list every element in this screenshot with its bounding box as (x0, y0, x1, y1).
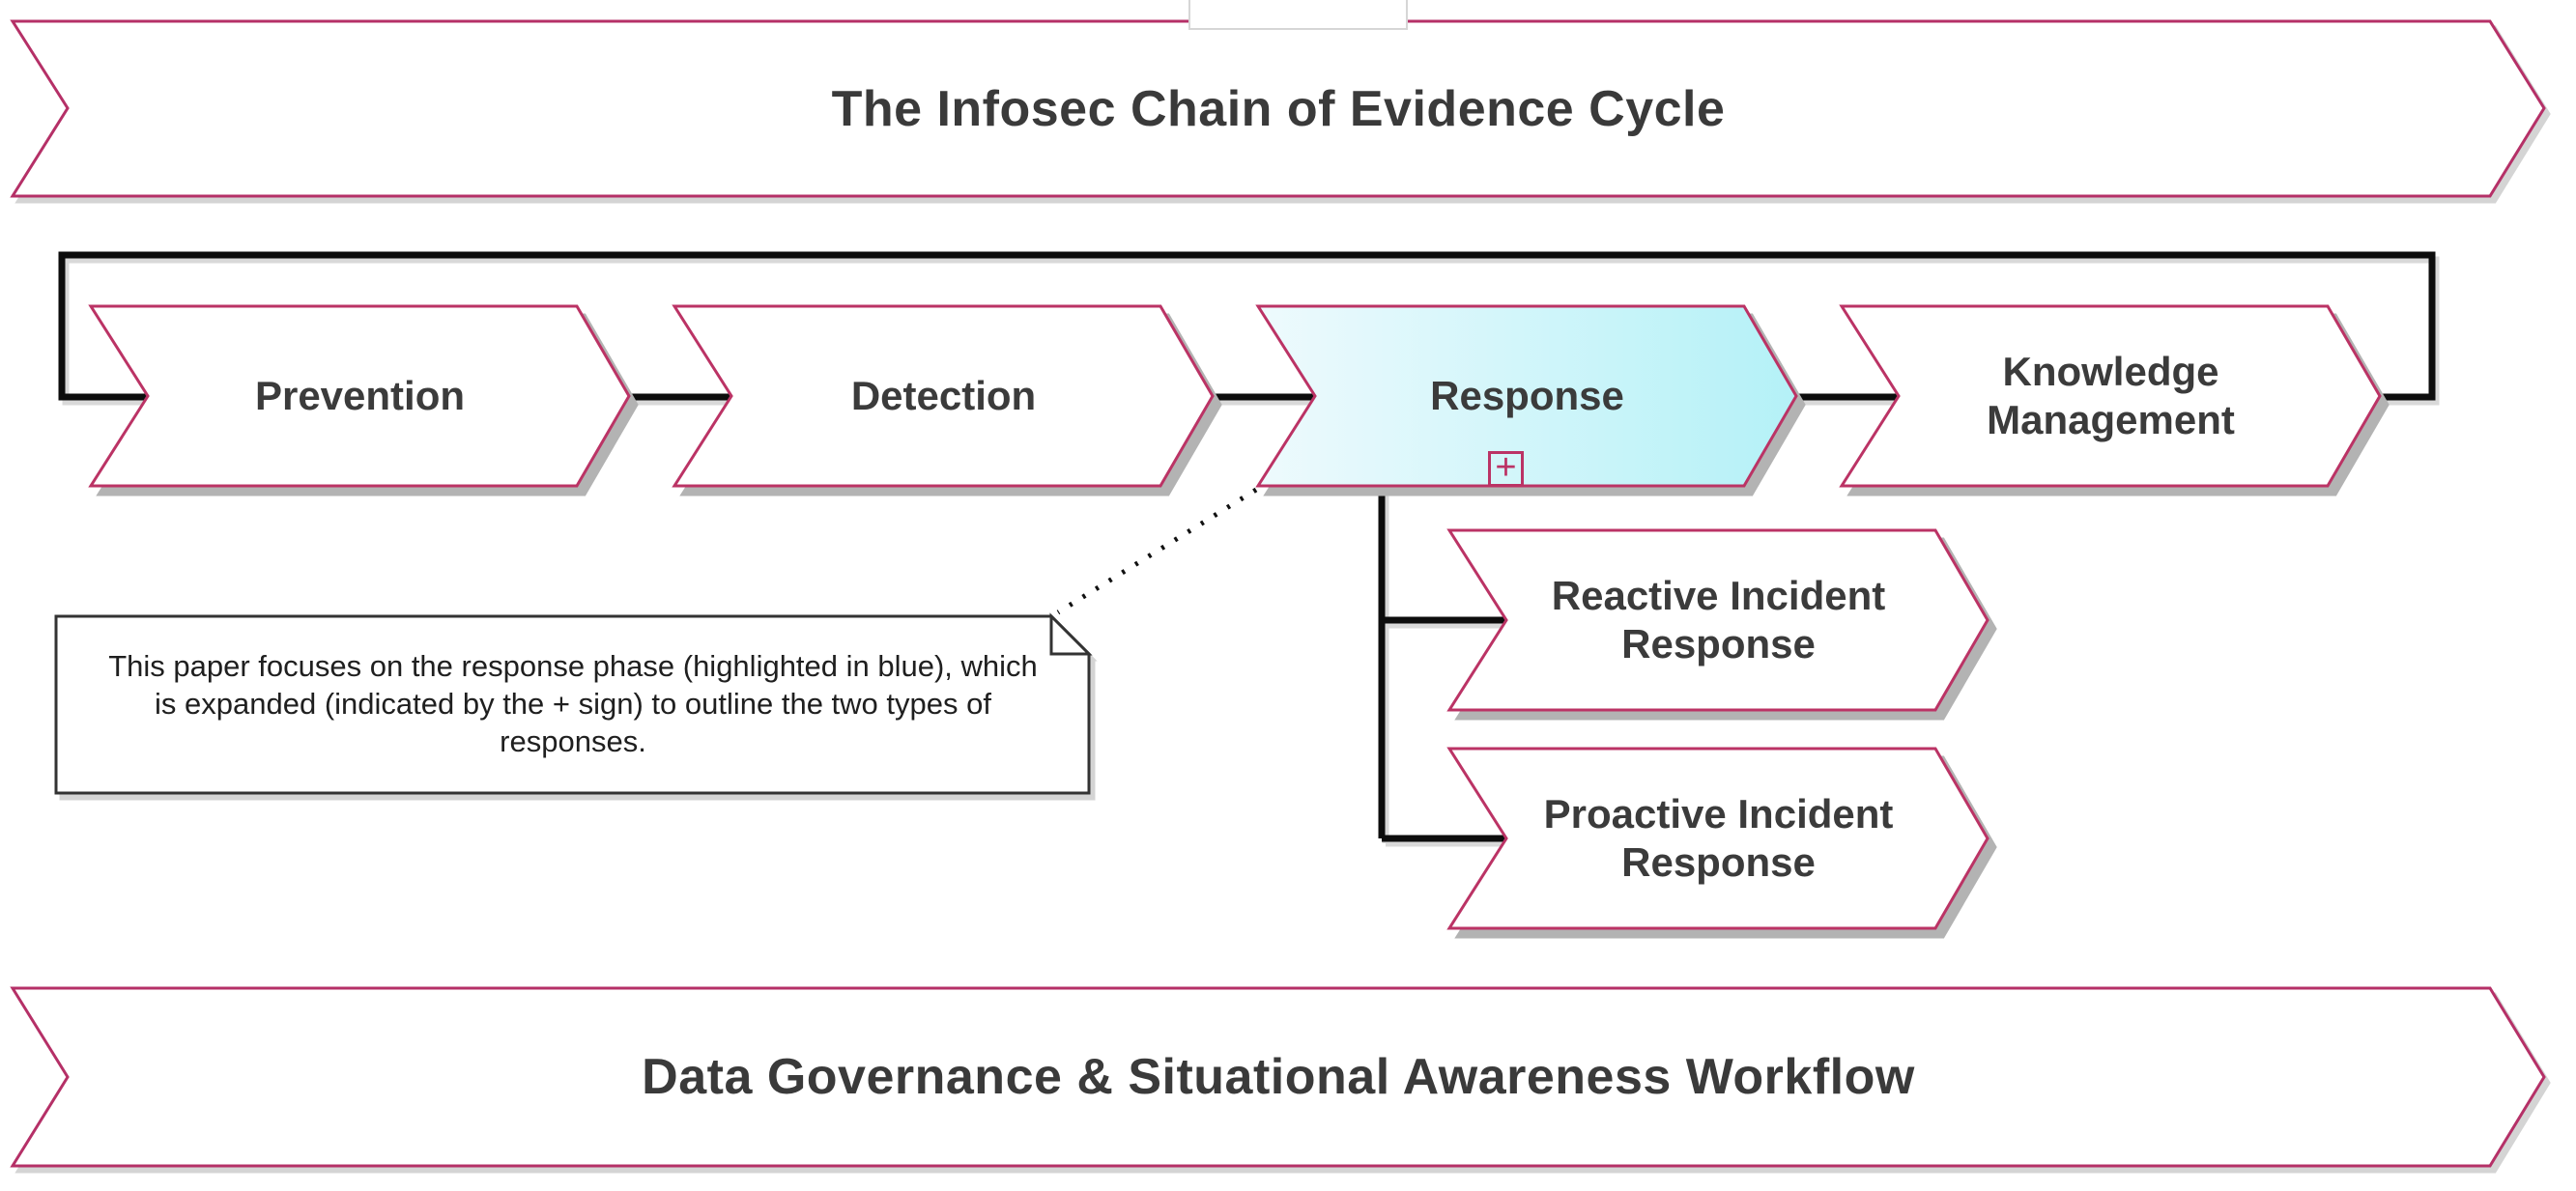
knowledge-management-label: Knowledge Management (1842, 306, 2380, 486)
proactive-incident-response-chevron (1446, 747, 1989, 930)
annotation-note-group (54, 612, 1093, 795)
note-connector-dotted-line (1056, 487, 1258, 615)
note-folded-corner (1049, 612, 1093, 656)
banner-group (10, 19, 2546, 1168)
phase-chevrons-group (88, 304, 2382, 488)
reactive-incident-response-chevron (1446, 528, 1989, 712)
note-annotation-text: This paper focuses on the response phase… (108, 649, 1038, 758)
top-banner-ribbon (10, 19, 2546, 198)
subtype-chevrons-group (1446, 528, 1989, 930)
response-label: Response (1258, 306, 1796, 486)
bottom-banner-title: Data Governance & Situational Awareness … (642, 1049, 1915, 1105)
prevention-label: Prevention (91, 306, 629, 486)
detection-label: Detection (674, 306, 1213, 486)
knowledge-management-label-text: Knowledge Management (1987, 349, 2235, 442)
knowledge-management-chevron (1839, 304, 2382, 488)
prevention-label-text: Prevention (254, 373, 466, 419)
bottom-banner-ribbon (10, 986, 2546, 1168)
detection-chevron (672, 304, 1215, 488)
reactive-incident-response-label: Reactive Incident Response (1449, 530, 1988, 710)
top-banner-title: The Infosec Chain of Evidence Cycle (831, 80, 1726, 137)
page-edge-tab (1188, 0, 1408, 30)
response-expand-toggle[interactable]: + (1488, 449, 1524, 487)
connector-lines-group (58, 251, 2436, 842)
proactive-label-text: Proactive Incident Response (1543, 791, 1894, 885)
feedback-loop-line (58, 251, 2436, 401)
prevention-chevron (88, 304, 631, 488)
note-annotation: This paper focuses on the response phase… (67, 619, 1079, 790)
detection-label-text: Detection (850, 373, 1037, 419)
response-label-text: Response (1430, 373, 1624, 419)
response-chevron-highlighted (1255, 304, 1798, 488)
proactive-incident-response-label: Proactive Incident Response (1449, 749, 1988, 928)
note-box (54, 614, 1091, 795)
reactive-label-text: Reactive Incident Response (1551, 573, 1886, 666)
